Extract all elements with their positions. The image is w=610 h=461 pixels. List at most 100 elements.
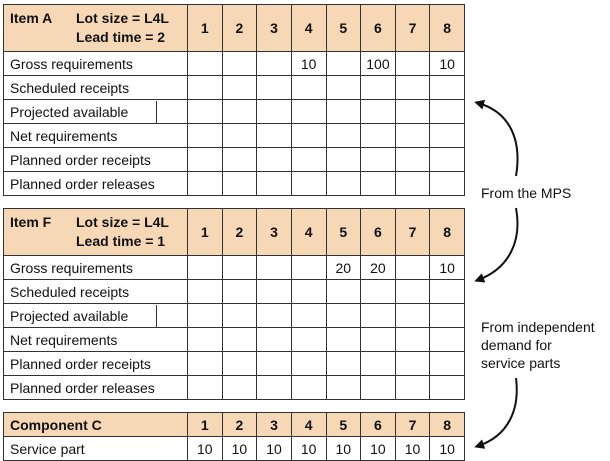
item-f-name: Item F [10, 214, 52, 230]
period-cell [325, 171, 362, 196]
net-requirements-row: Net requirements [3, 123, 465, 148]
period-cell [360, 123, 396, 148]
planned-order-receipts-row: Planned order receipts [3, 147, 465, 172]
period-cell [221, 303, 258, 328]
period-cell [429, 123, 465, 148]
period-header: 8 [429, 208, 465, 256]
from-independent-line: From independent [481, 319, 595, 335]
period-cell [325, 375, 362, 400]
period-cell [221, 99, 258, 124]
period-cell [394, 375, 431, 400]
period-cell [187, 303, 223, 328]
period-cell [360, 303, 396, 328]
period-header: 4 [290, 412, 327, 437]
period-cell [187, 99, 223, 124]
period-cell: 10 [429, 436, 465, 461]
period-header: 1 [187, 4, 223, 52]
arrow-to-service-part-icon [474, 377, 518, 449]
period-cell [394, 75, 431, 100]
period-cell: 10 [187, 436, 223, 461]
period-cell: 10 [394, 436, 431, 461]
item-a-lead-time: Lead time = 2 [76, 29, 166, 45]
period-cell [187, 375, 223, 400]
scheduled-receipts-row: Scheduled receipts [3, 75, 465, 100]
period-cell [187, 123, 223, 148]
item-a-header-row: Item A Lot size = L4L Lead time = 2 1 2 … [3, 4, 465, 52]
period-header: 3 [256, 208, 292, 256]
initial-inventory-box [155, 304, 157, 327]
period-cell: 10 [429, 51, 465, 76]
period-cell [290, 327, 327, 352]
period-cell [394, 171, 431, 196]
period-cell: 10 [290, 436, 327, 461]
period-cell [187, 171, 223, 196]
period-cell [290, 375, 327, 400]
period-cell [394, 351, 431, 376]
component-c-header-row: Component C 1 2 3 4 5 6 7 8 [3, 412, 465, 437]
period-header: 8 [429, 412, 465, 437]
item-f-table: Item F Lot size = L4L Lead time = 1 1 2 … [3, 208, 465, 400]
period-header: 6 [360, 412, 396, 437]
row-label: Gross requirements [3, 255, 188, 280]
period-header: 6 [360, 4, 396, 52]
period-cell [221, 75, 258, 100]
period-cell [221, 51, 258, 76]
period-cell [256, 375, 292, 400]
period-cell [394, 147, 431, 172]
period-cell [290, 255, 327, 280]
period-header: 3 [256, 4, 292, 52]
arrow-to-item-a-icon [474, 99, 519, 177]
row-label: Planned order releases [3, 375, 188, 400]
from-independent-line: service parts [481, 355, 561, 371]
period-cell: 10 [221, 436, 258, 461]
row-label: Planned order receipts [3, 147, 188, 172]
period-header: 5 [325, 412, 362, 437]
planned-order-releases-row: Planned order releases [3, 375, 465, 400]
period-header: 6 [360, 208, 396, 256]
projected-available-row: Projected available [3, 303, 465, 328]
from-independent-line: demand for [481, 337, 552, 353]
period-cell [325, 327, 362, 352]
period-header: 2 [221, 4, 258, 52]
row-label-text: Projected available [10, 307, 129, 324]
period-cell [360, 375, 396, 400]
item-f-header-row: Item F Lot size = L4L Lead time = 1 1 2 … [3, 208, 465, 256]
period-cell [429, 375, 465, 400]
period-cell [187, 75, 223, 100]
period-cell [394, 99, 431, 124]
item-a-lot-size: Lot size = L4L [76, 10, 169, 26]
row-label: Scheduled receipts [3, 75, 188, 100]
item-a-table: Item A Lot size = L4L Lead time = 2 1 2 … [3, 4, 465, 196]
period-cell: 10 [325, 436, 362, 461]
item-f-header-cell: Item F Lot size = L4L Lead time = 1 [3, 208, 188, 256]
row-label: Scheduled receipts [3, 279, 188, 304]
period-cell [394, 123, 431, 148]
initial-inventory-box [155, 100, 157, 123]
period-cell [360, 99, 396, 124]
period-header: 7 [394, 208, 431, 256]
period-header: 1 [187, 412, 223, 437]
period-cell [290, 303, 327, 328]
row-label-text: Projected available [10, 103, 129, 120]
scheduled-receipts-row: Scheduled receipts [3, 279, 465, 304]
period-cell: 100 [360, 51, 396, 76]
period-cell: 20 [360, 255, 396, 280]
period-cell [221, 255, 258, 280]
period-header: 2 [221, 208, 258, 256]
planned-order-releases-row: Planned order releases [3, 171, 465, 196]
period-cell [221, 147, 258, 172]
row-label: Net requirements [3, 123, 188, 148]
period-cell [429, 351, 465, 376]
item-f-lead-time: Lead time = 1 [76, 233, 166, 249]
period-cell [187, 51, 223, 76]
item-a-header-cell: Item A Lot size = L4L Lead time = 2 [3, 4, 188, 52]
component-c-name: Component C [3, 412, 188, 437]
item-a-name: Item A [10, 10, 53, 26]
period-cell [256, 279, 292, 304]
period-cell [187, 327, 223, 352]
period-header: 4 [290, 208, 327, 256]
period-cell [187, 147, 223, 172]
from-mps-label: From the MPS [481, 185, 572, 201]
